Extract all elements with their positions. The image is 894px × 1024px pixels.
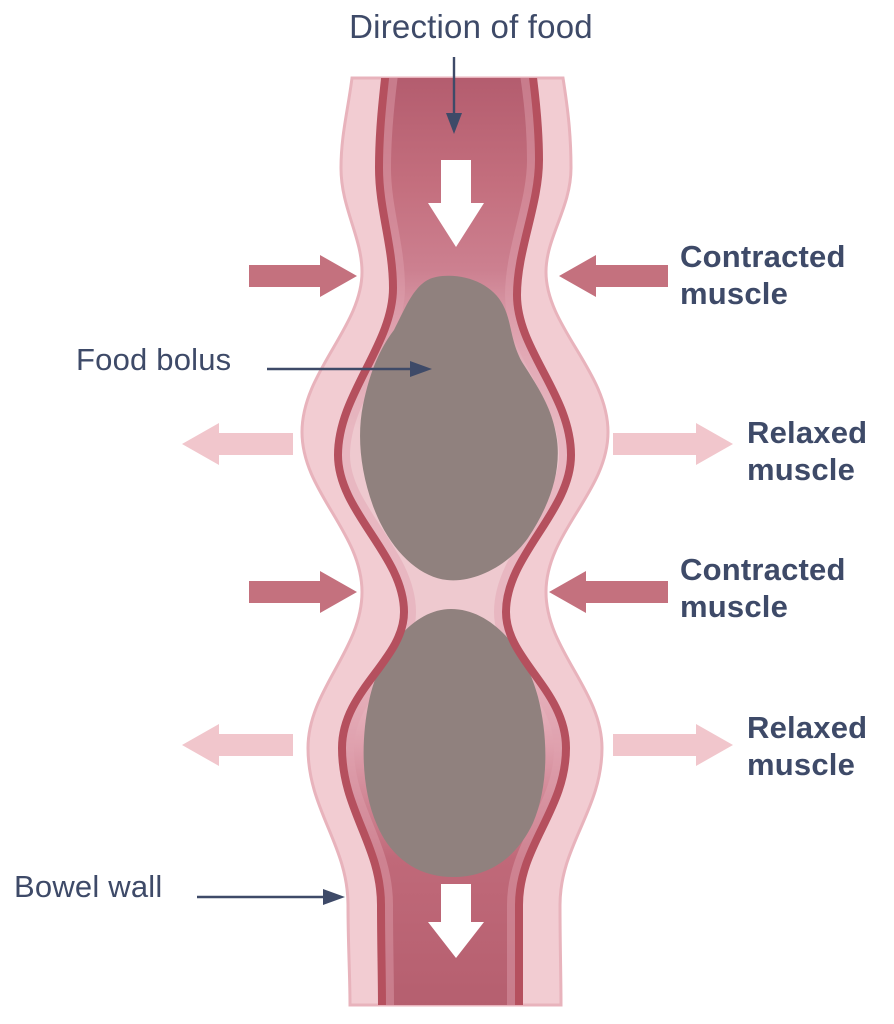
flow-arrow-bottom-icon — [428, 884, 484, 958]
contracted-muscle-upper-label: Contracted muscle — [680, 239, 846, 311]
relaxed-muscle-upper-label: Relaxed muscle — [747, 415, 868, 487]
relaxed-muscle-lower-label: Relaxed muscle — [747, 710, 868, 782]
food-bolus-lower — [363, 609, 546, 878]
contracted-arrow-right-lower-icon — [549, 571, 668, 613]
bowel-wall-inner-line-left — [333, 78, 409, 1005]
food-bolus-label: Food bolus — [76, 342, 232, 377]
relaxed-arrow-right-lower-icon — [613, 724, 733, 766]
contracted-arrow-left-lower-icon — [249, 571, 357, 613]
bowel-wall-label: Bowel wall — [14, 869, 163, 904]
relaxed-arrow-left-lower-icon — [182, 724, 293, 766]
food-bolus-upper — [360, 275, 558, 581]
direction-of-food-arrow — [446, 57, 462, 134]
contracted-arrow-right-upper-icon — [559, 255, 668, 297]
bowel-wall-arrow — [197, 889, 345, 905]
contracted-muscle-lower-label: Contracted muscle — [680, 552, 846, 624]
contracted-arrow-left-upper-icon — [249, 255, 357, 297]
relaxed-arrow-left-upper-icon — [182, 423, 293, 465]
diagram-title: Direction of food — [349, 8, 593, 45]
flow-arrow-top-icon — [428, 160, 484, 247]
food-bolus-arrow — [267, 361, 432, 377]
relaxed-arrow-right-upper-icon — [613, 423, 733, 465]
bowel-wall-inner-line-right — [501, 78, 576, 1005]
